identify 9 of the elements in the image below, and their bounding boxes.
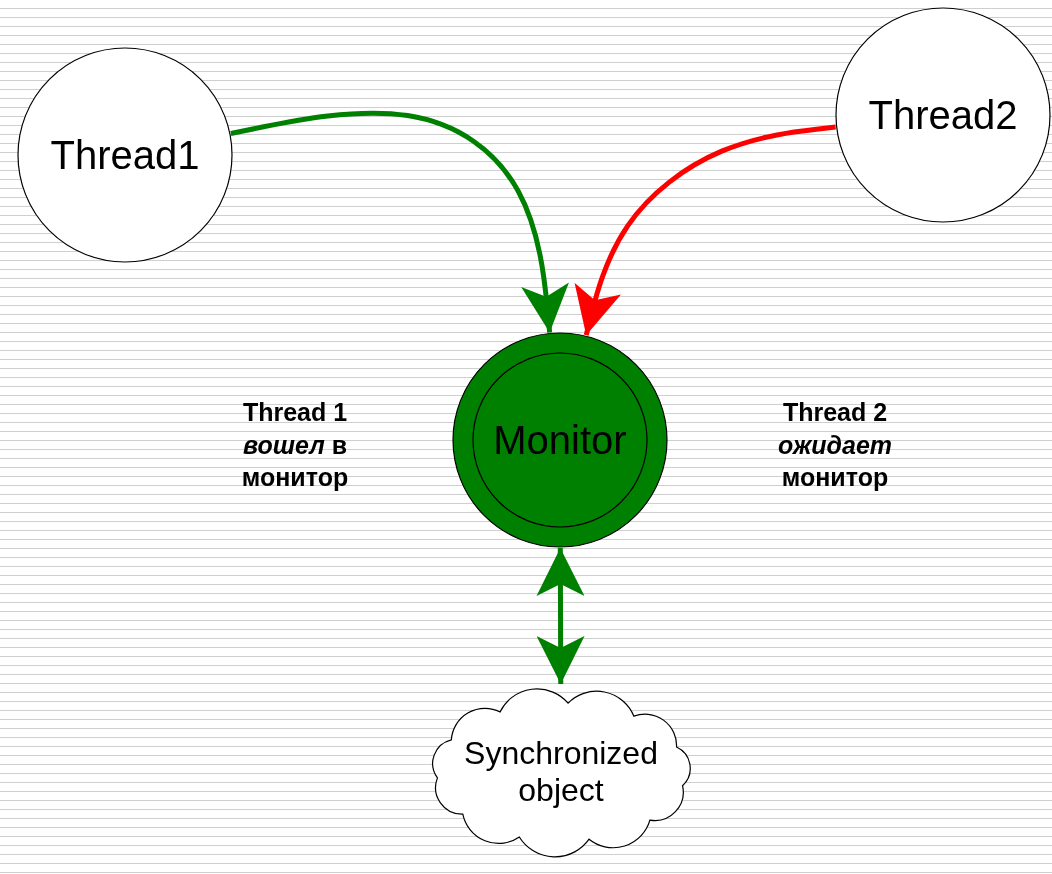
annotation-text: Thread 2 ожидает монитор [776, 397, 894, 493]
arrow [536, 548, 585, 684]
node-label: Thread2 [868, 92, 1018, 138]
node-label: Synchronized object [463, 735, 659, 809]
node-label: Monitor [493, 417, 627, 463]
annotation-text: Thread 1 вошел в монитор [240, 397, 350, 493]
arrow [574, 124, 836, 336]
arrow [230, 110, 569, 333]
node-label: Thread1 [50, 132, 200, 178]
